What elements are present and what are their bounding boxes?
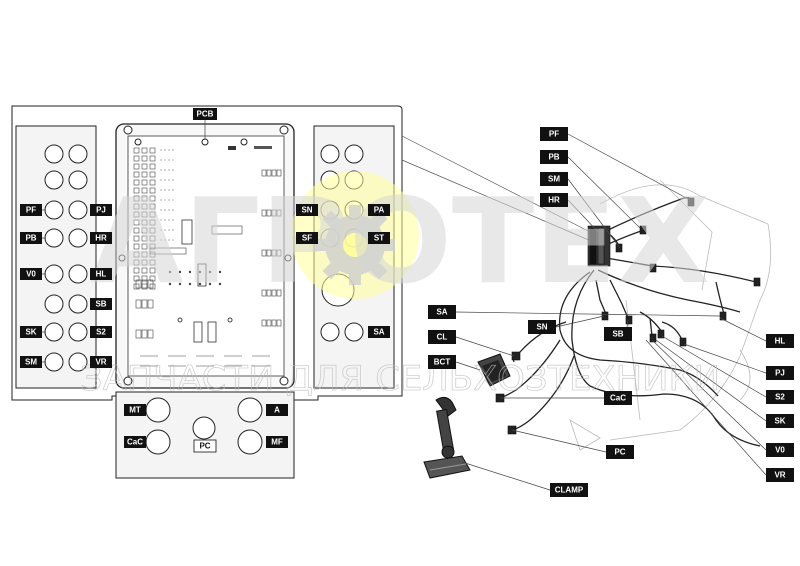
label-pc-box: PC xyxy=(193,439,217,453)
svg-text:V0: V0 xyxy=(775,446,785,455)
label-pf-left: PF xyxy=(20,204,42,216)
watermark-brand: АГРОТЕХ xyxy=(90,172,710,310)
svg-text:SK: SK xyxy=(774,417,785,426)
svg-text:MT: MT xyxy=(129,406,141,415)
label-clamp-harness: CLAMP xyxy=(550,483,588,497)
svg-text:PJ: PJ xyxy=(775,369,785,378)
svg-text:PC: PC xyxy=(614,448,625,457)
label-sm-harness: SM xyxy=(540,172,568,186)
label-hr-left: HR xyxy=(90,232,112,244)
label-sn-harness: SN xyxy=(528,320,556,334)
svg-text:SB: SB xyxy=(95,300,106,309)
label-mt: MT xyxy=(124,404,146,416)
label-pb-harness: PB xyxy=(540,150,568,164)
label-sk-left: SK xyxy=(20,326,42,338)
svg-text:SM: SM xyxy=(548,175,560,184)
svg-text:SN: SN xyxy=(301,206,312,215)
label-pa-right: PA xyxy=(368,204,390,216)
callout-lines xyxy=(401,135,599,245)
label-st-right: ST xyxy=(368,232,390,244)
battery-connector xyxy=(477,353,511,387)
label-hl-harness: HL xyxy=(766,334,794,348)
svg-text:S2: S2 xyxy=(96,328,106,337)
svg-text:CLAMP: CLAMP xyxy=(555,486,584,495)
svg-text:SK: SK xyxy=(25,328,36,337)
label-cl-harness: CL xyxy=(428,330,456,344)
label-sa-harness: SA xyxy=(428,305,456,319)
label-sf-right: SF xyxy=(296,232,318,244)
label-sn-right: SN xyxy=(296,204,318,216)
left-panel xyxy=(15,125,97,389)
svg-text:S2: S2 xyxy=(775,393,785,402)
label-cac-box: CaC xyxy=(124,436,146,448)
svg-text:VR: VR xyxy=(95,358,106,367)
label-sk-harness: SK xyxy=(766,414,794,428)
label-sm-left: SM xyxy=(20,356,42,368)
pcb-components xyxy=(133,146,282,367)
label-mf: MF xyxy=(266,436,288,448)
svg-text:HR: HR xyxy=(95,234,107,243)
svg-text:PA: PA xyxy=(374,206,385,215)
label-v0-harness: V0 xyxy=(766,443,794,457)
harness-leaders xyxy=(455,133,767,491)
svg-text:CaC: CaC xyxy=(610,394,626,403)
label-sa-right: SA xyxy=(368,326,390,338)
bottom-panel xyxy=(115,391,295,479)
svg-text:MF: MF xyxy=(271,438,283,447)
label-bct-harness: BCT xyxy=(428,355,456,369)
svg-text:SN: SN xyxy=(536,323,547,332)
label-cac-harness: CaC xyxy=(604,391,632,405)
svg-text:PJ: PJ xyxy=(96,206,106,215)
label-hl-left: HL xyxy=(90,268,112,280)
label-sb-harness: SB xyxy=(604,327,632,341)
svg-text:ST: ST xyxy=(374,234,384,243)
watermark: АГРОТЕХ ЗАПЧАСТИ ДЛЯ СЕЛЬХОЗТЕХНИКИ xyxy=(80,171,720,399)
svg-text:CaC: CaC xyxy=(127,438,143,447)
svg-text:A: A xyxy=(274,406,280,415)
label-vr-left: VR xyxy=(90,356,112,368)
label-vr-harness: VR xyxy=(766,468,794,482)
label-pj-harness: PJ xyxy=(766,366,794,380)
svg-text:SB: SB xyxy=(612,330,623,339)
label-tags: PCB PF PB V0 SK SM PJ HR HL SB S2 VR SN … xyxy=(20,108,794,497)
svg-text:CL: CL xyxy=(437,333,448,342)
svg-text:PF: PF xyxy=(549,130,559,139)
svg-text:PF: PF xyxy=(26,206,36,215)
label-a: A xyxy=(266,404,288,416)
label-pc-harness: PC xyxy=(606,445,634,459)
label-v0-left: V0 xyxy=(20,268,42,280)
svg-text:PCB: PCB xyxy=(197,110,214,119)
label-pf-harness: PF xyxy=(540,127,568,141)
svg-text:HR: HR xyxy=(548,196,560,205)
gear-icon xyxy=(315,205,395,285)
svg-text:SA: SA xyxy=(373,328,384,337)
svg-text:PB: PB xyxy=(25,234,36,243)
svg-text:PB: PB xyxy=(548,153,559,162)
label-s2-harness: S2 xyxy=(766,390,794,404)
clamp-mount xyxy=(423,396,471,479)
label-pcb: PCB xyxy=(193,108,217,120)
label-hr-harness: HR xyxy=(540,193,568,207)
svg-text:SA: SA xyxy=(436,308,447,317)
left-panel-circles xyxy=(44,144,88,372)
svg-text:PC: PC xyxy=(199,442,210,451)
svg-text:BCT: BCT xyxy=(434,358,451,367)
label-s2-left: S2 xyxy=(90,326,112,338)
svg-text:VR: VR xyxy=(774,471,785,480)
svg-text:SM: SM xyxy=(25,358,37,367)
label-pb-left: PB xyxy=(20,232,42,244)
svg-text:V0: V0 xyxy=(26,270,36,279)
label-pj-left: PJ xyxy=(90,204,112,216)
svg-text:HL: HL xyxy=(775,337,786,346)
label-sb-left: SB xyxy=(90,298,112,310)
svg-text:SF: SF xyxy=(302,234,312,243)
svg-text:HL: HL xyxy=(96,270,107,279)
